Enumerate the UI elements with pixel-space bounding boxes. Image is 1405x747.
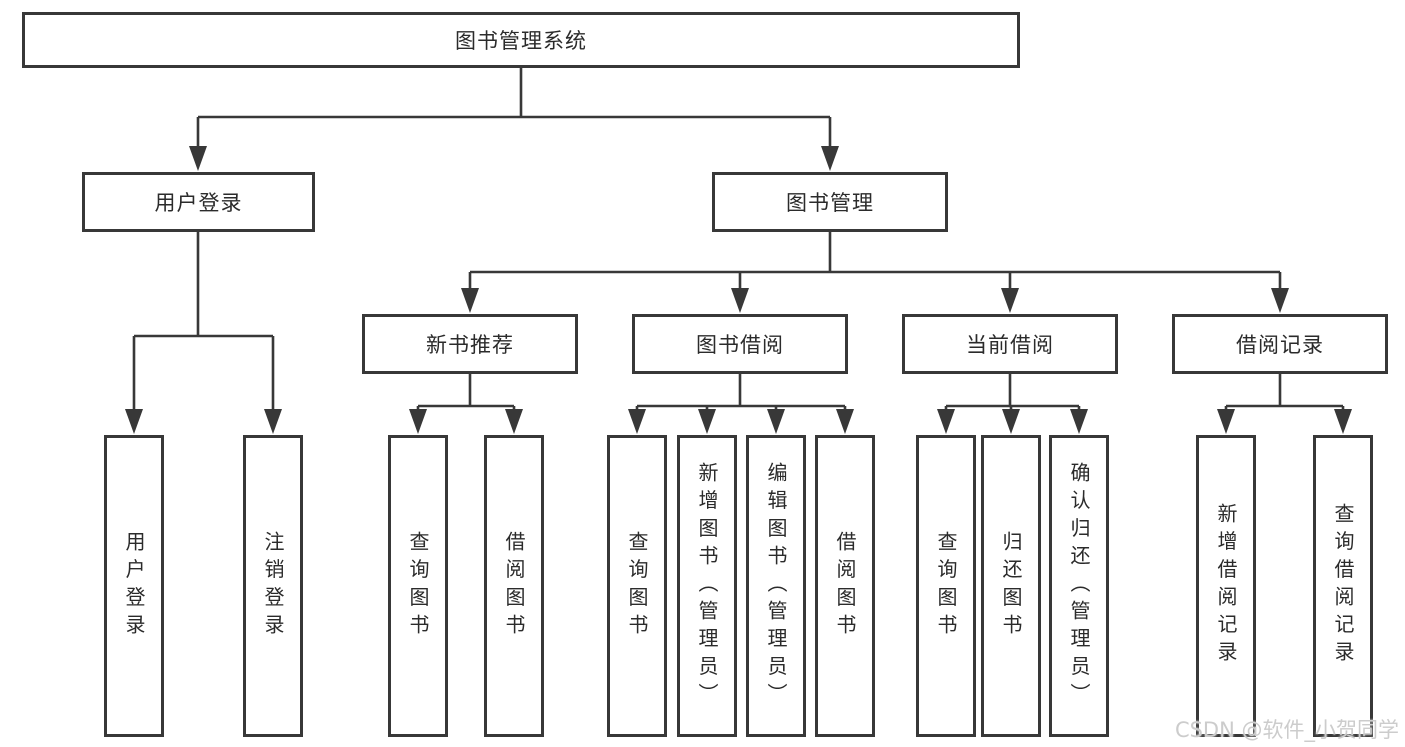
arrowheads xyxy=(125,146,1352,434)
node-borrow-records: 借阅记录 xyxy=(1172,314,1388,374)
node-book-management: 图书管理 xyxy=(712,172,948,232)
leaf-query-book-newrec: 查询图书 xyxy=(388,435,448,737)
node-book-borrow: 图书借阅 xyxy=(632,314,848,374)
connector-bookmgmt-to-level3 xyxy=(468,232,1282,289)
leaf-return-book-label: 归还图书 xyxy=(999,530,1023,642)
node-user-login: 用户登录 xyxy=(82,172,315,232)
leaf-add-borrow-record-label: 新增借阅记录 xyxy=(1214,503,1238,669)
node-current-borrow-label: 当前借阅 xyxy=(966,333,1054,357)
leaf-confirm-return-admin: 确认归还（管理员） xyxy=(1049,435,1109,737)
leaf-borrow-book-newrec-label: 借阅图书 xyxy=(502,530,526,642)
leaf-add-book-admin: 新增图书（管理员） xyxy=(677,435,737,737)
leaf-query-book-borrow-label: 查询图书 xyxy=(625,530,649,642)
leaf-user-login: 用户登录 xyxy=(104,435,164,737)
leaf-add-book-admin-label: 新增图书（管理员） xyxy=(695,461,719,711)
connector-bookborrow-to-leaves xyxy=(635,374,847,411)
node-current-borrow: 当前借阅 xyxy=(902,314,1118,374)
leaf-edit-book-admin: 编辑图书（管理员） xyxy=(746,435,806,737)
connector-records-to-leaves xyxy=(1224,374,1345,411)
connector-userlogin-to-leaves xyxy=(132,232,275,410)
leaf-query-book-borrow: 查询图书 xyxy=(607,435,667,737)
leaf-add-borrow-record: 新增借阅记录 xyxy=(1196,435,1256,737)
leaf-confirm-return-admin-label: 确认归还（管理员） xyxy=(1067,461,1091,711)
connector-newbook-to-leaves xyxy=(416,374,516,411)
leaf-borrow-book-newrec: 借阅图书 xyxy=(484,435,544,737)
leaf-query-borrow-record: 查询借阅记录 xyxy=(1313,435,1373,737)
leaf-query-book-newrec-label: 查询图书 xyxy=(406,530,430,642)
node-user-login-label: 用户登录 xyxy=(154,191,243,215)
leaf-query-book-current-label: 查询图书 xyxy=(934,530,958,642)
node-root-label: 图书管理系统 xyxy=(455,29,587,53)
connector-currentborrow-to-leaves xyxy=(944,374,1081,411)
node-book-borrow-label: 图书借阅 xyxy=(696,333,784,357)
leaf-query-borrow-record-label: 查询借阅记录 xyxy=(1331,503,1355,669)
leaf-logout-login: 注销登录 xyxy=(243,435,303,737)
node-borrow-records-label: 借阅记录 xyxy=(1236,333,1324,357)
leaf-query-book-current: 查询图书 xyxy=(916,435,976,737)
node-new-book-recommend-label: 新书推荐 xyxy=(426,333,514,357)
connector-root-to-level2 xyxy=(196,68,832,148)
leaf-borrow-book-borrow-label: 借阅图书 xyxy=(833,530,857,642)
leaf-edit-book-admin-label: 编辑图书（管理员） xyxy=(764,461,788,711)
leaf-borrow-book-borrow: 借阅图书 xyxy=(815,435,875,737)
node-root: 图书管理系统 xyxy=(22,12,1020,68)
leaf-user-login-label: 用户登录 xyxy=(122,530,146,642)
leaf-return-book: 归还图书 xyxy=(981,435,1041,737)
node-new-book-recommend: 新书推荐 xyxy=(362,314,578,374)
leaf-logout-login-label: 注销登录 xyxy=(261,530,285,642)
node-book-management-label: 图书管理 xyxy=(786,191,874,215)
